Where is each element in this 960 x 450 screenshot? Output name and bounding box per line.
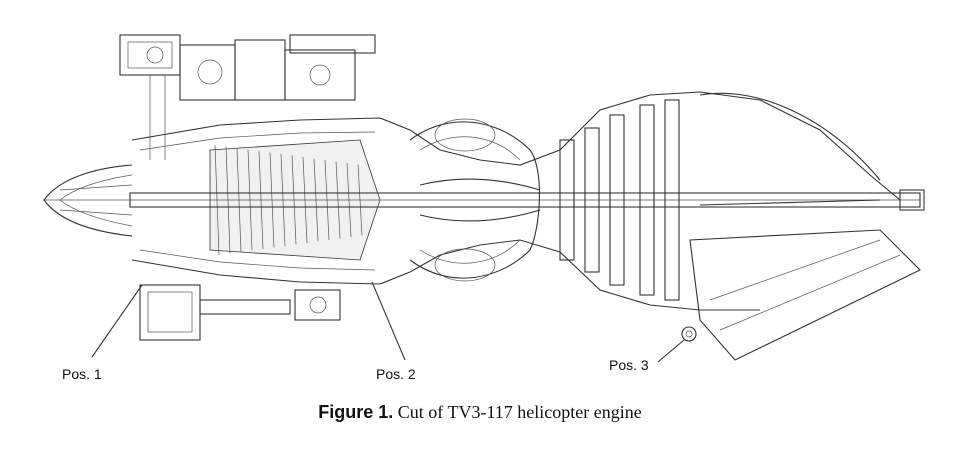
- accessory-gearbox: [119, 34, 376, 160]
- callout-leaders: [91, 281, 685, 363]
- turbine-disk: [584, 127, 600, 273]
- main-shaft: [129, 189, 925, 211]
- exhaust-duct: [689, 92, 921, 361]
- turbine-disk: [664, 99, 680, 301]
- figure-caption-text: Cut of TV3-117 helicopter engine: [397, 402, 642, 422]
- turbine-disk: [609, 114, 625, 286]
- pos3-fitting: [681, 326, 697, 342]
- combustion-chamber: [409, 118, 541, 282]
- callout-pos-1: Pos. 1: [62, 366, 102, 382]
- callout-pos-3: Pos. 3: [609, 357, 649, 373]
- figure-caption-label: Figure 1.: [318, 402, 394, 422]
- outer-casing: [131, 91, 901, 311]
- callout-pos-2: Pos. 2: [376, 366, 416, 382]
- lower-accessory-unit: [139, 284, 341, 341]
- inlet-nose-cone: [43, 164, 133, 237]
- turbine-section: [559, 99, 680, 301]
- turbine-disk: [559, 139, 575, 261]
- turbine-disk: [639, 104, 655, 296]
- figure-caption: Figure 1. Cut of TV3-117 helicopter engi…: [0, 402, 960, 423]
